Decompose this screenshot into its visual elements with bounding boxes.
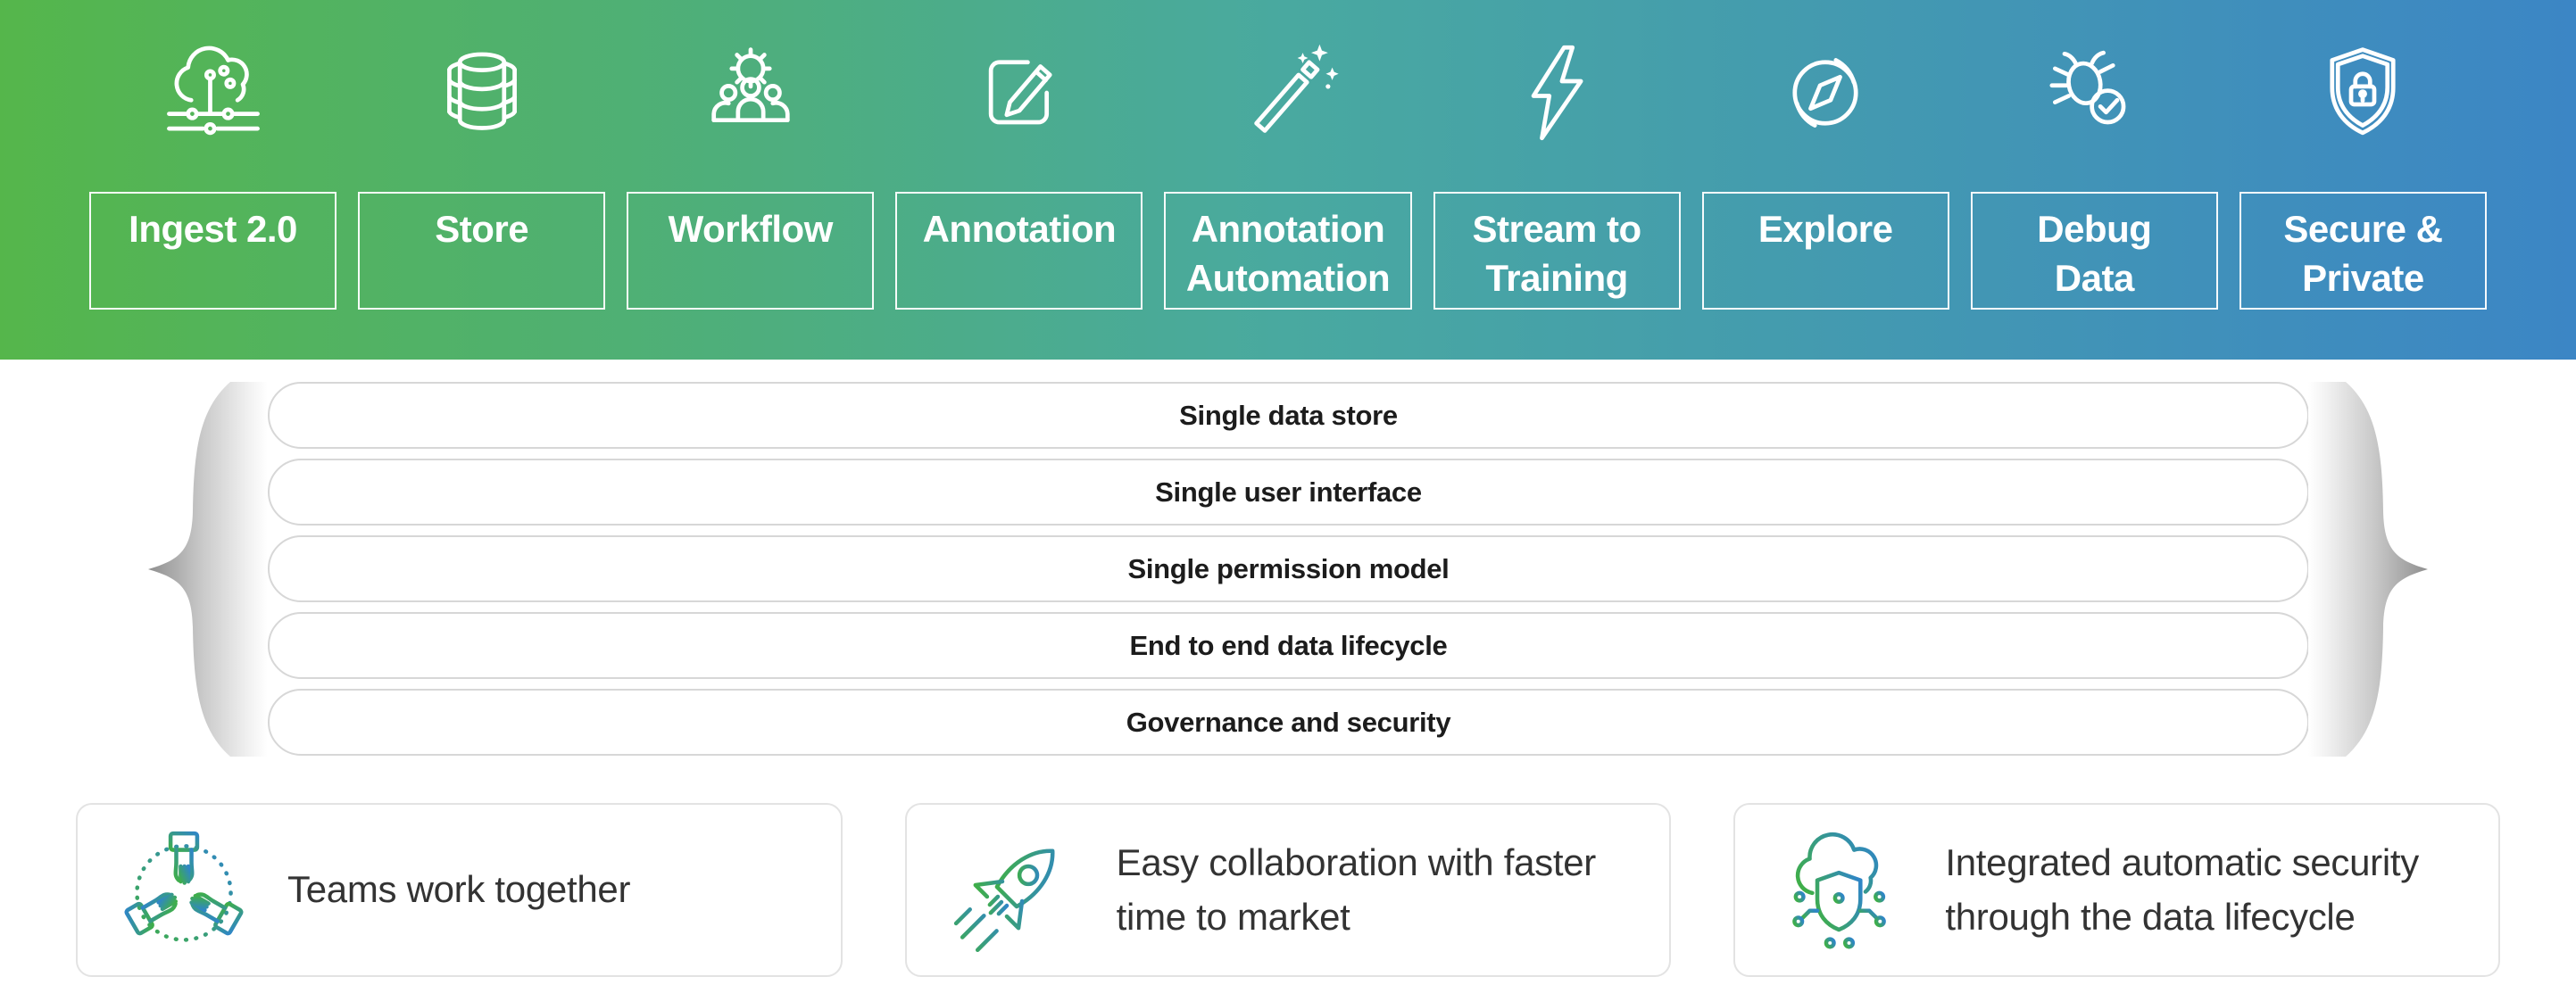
feature-label-secure-private: Secure & Private [2239, 192, 2487, 310]
bug-check-icon [2041, 34, 2147, 152]
pill-end-to-end-lifecycle: End to end data lifecycle [268, 612, 2309, 679]
left-brace-decoration [148, 382, 268, 757]
right-brace-decoration [2308, 382, 2428, 757]
feature-label-ingest: Ingest 2.0 [89, 192, 337, 310]
teamwork-hands-icon [124, 831, 244, 942]
database-icon [429, 34, 535, 152]
card-teams-text: Teams work together [287, 868, 631, 911]
pill-single-user-interface: Single user interface [268, 459, 2309, 526]
feature-label-explore: Explore [1701, 192, 1949, 310]
feature-annotation: Annotation [895, 0, 1143, 360]
lightning-icon [1504, 34, 1609, 152]
card-security: Integrated automatic security through th… [1733, 803, 2501, 977]
feature-ingest: Ingest 2.0 [89, 0, 337, 360]
feature-store: Store [358, 0, 606, 360]
feature-explore: Explore [1701, 0, 1949, 360]
card-collaboration: Easy collaboration with faster time to m… [904, 803, 1672, 977]
feature-workflow: Workflow [627, 0, 875, 360]
shield-lock-icon [2310, 34, 2415, 152]
unified-platform-pills: Single data store Single user interface … [268, 382, 2309, 756]
feature-label-debug-data: Debug Data [1970, 192, 2218, 310]
feature-label-annotation-automation: Annotation Automation [1164, 192, 1412, 310]
pill-single-data-store: Single data store [268, 382, 2309, 449]
feature-label-workflow: Workflow [627, 192, 875, 310]
feature-banner: Ingest 2.0 Store [0, 0, 2576, 360]
team-gear-icon [698, 34, 803, 152]
card-teams: Teams work together [76, 803, 843, 977]
feature-secure-private: Secure & Private [2239, 0, 2487, 360]
benefits-brace-section: Single data store Single user interface … [0, 360, 2576, 757]
pill-governance-security: Governance and security [268, 689, 2309, 756]
feature-label-stream-to-training: Stream to Training [1433, 192, 1681, 310]
card-collaboration-text: Easy collaboration with faster time to m… [1116, 840, 1597, 938]
edit-pencil-icon [967, 34, 1072, 152]
rocket-icon [953, 848, 1055, 952]
secure-cloud-icon [1792, 832, 1887, 948]
feature-stream-to-training: Stream to Training [1433, 0, 1681, 360]
feature-debug-data: Debug Data [1970, 0, 2218, 360]
magic-wand-icon [1235, 34, 1341, 152]
benefit-cards: Teams work together Easy collaboration w… [76, 803, 2501, 977]
compass-icon [1773, 34, 1878, 152]
cloud-circuit-icon [161, 34, 266, 152]
feature-label-store: Store [358, 192, 606, 310]
feature-annotation-automation: Annotation Automation [1164, 0, 1412, 360]
feature-label-annotation: Annotation [895, 192, 1143, 310]
pill-single-permission-model: Single permission model [268, 535, 2309, 602]
card-security-text: Integrated automatic security through th… [1945, 840, 2419, 938]
